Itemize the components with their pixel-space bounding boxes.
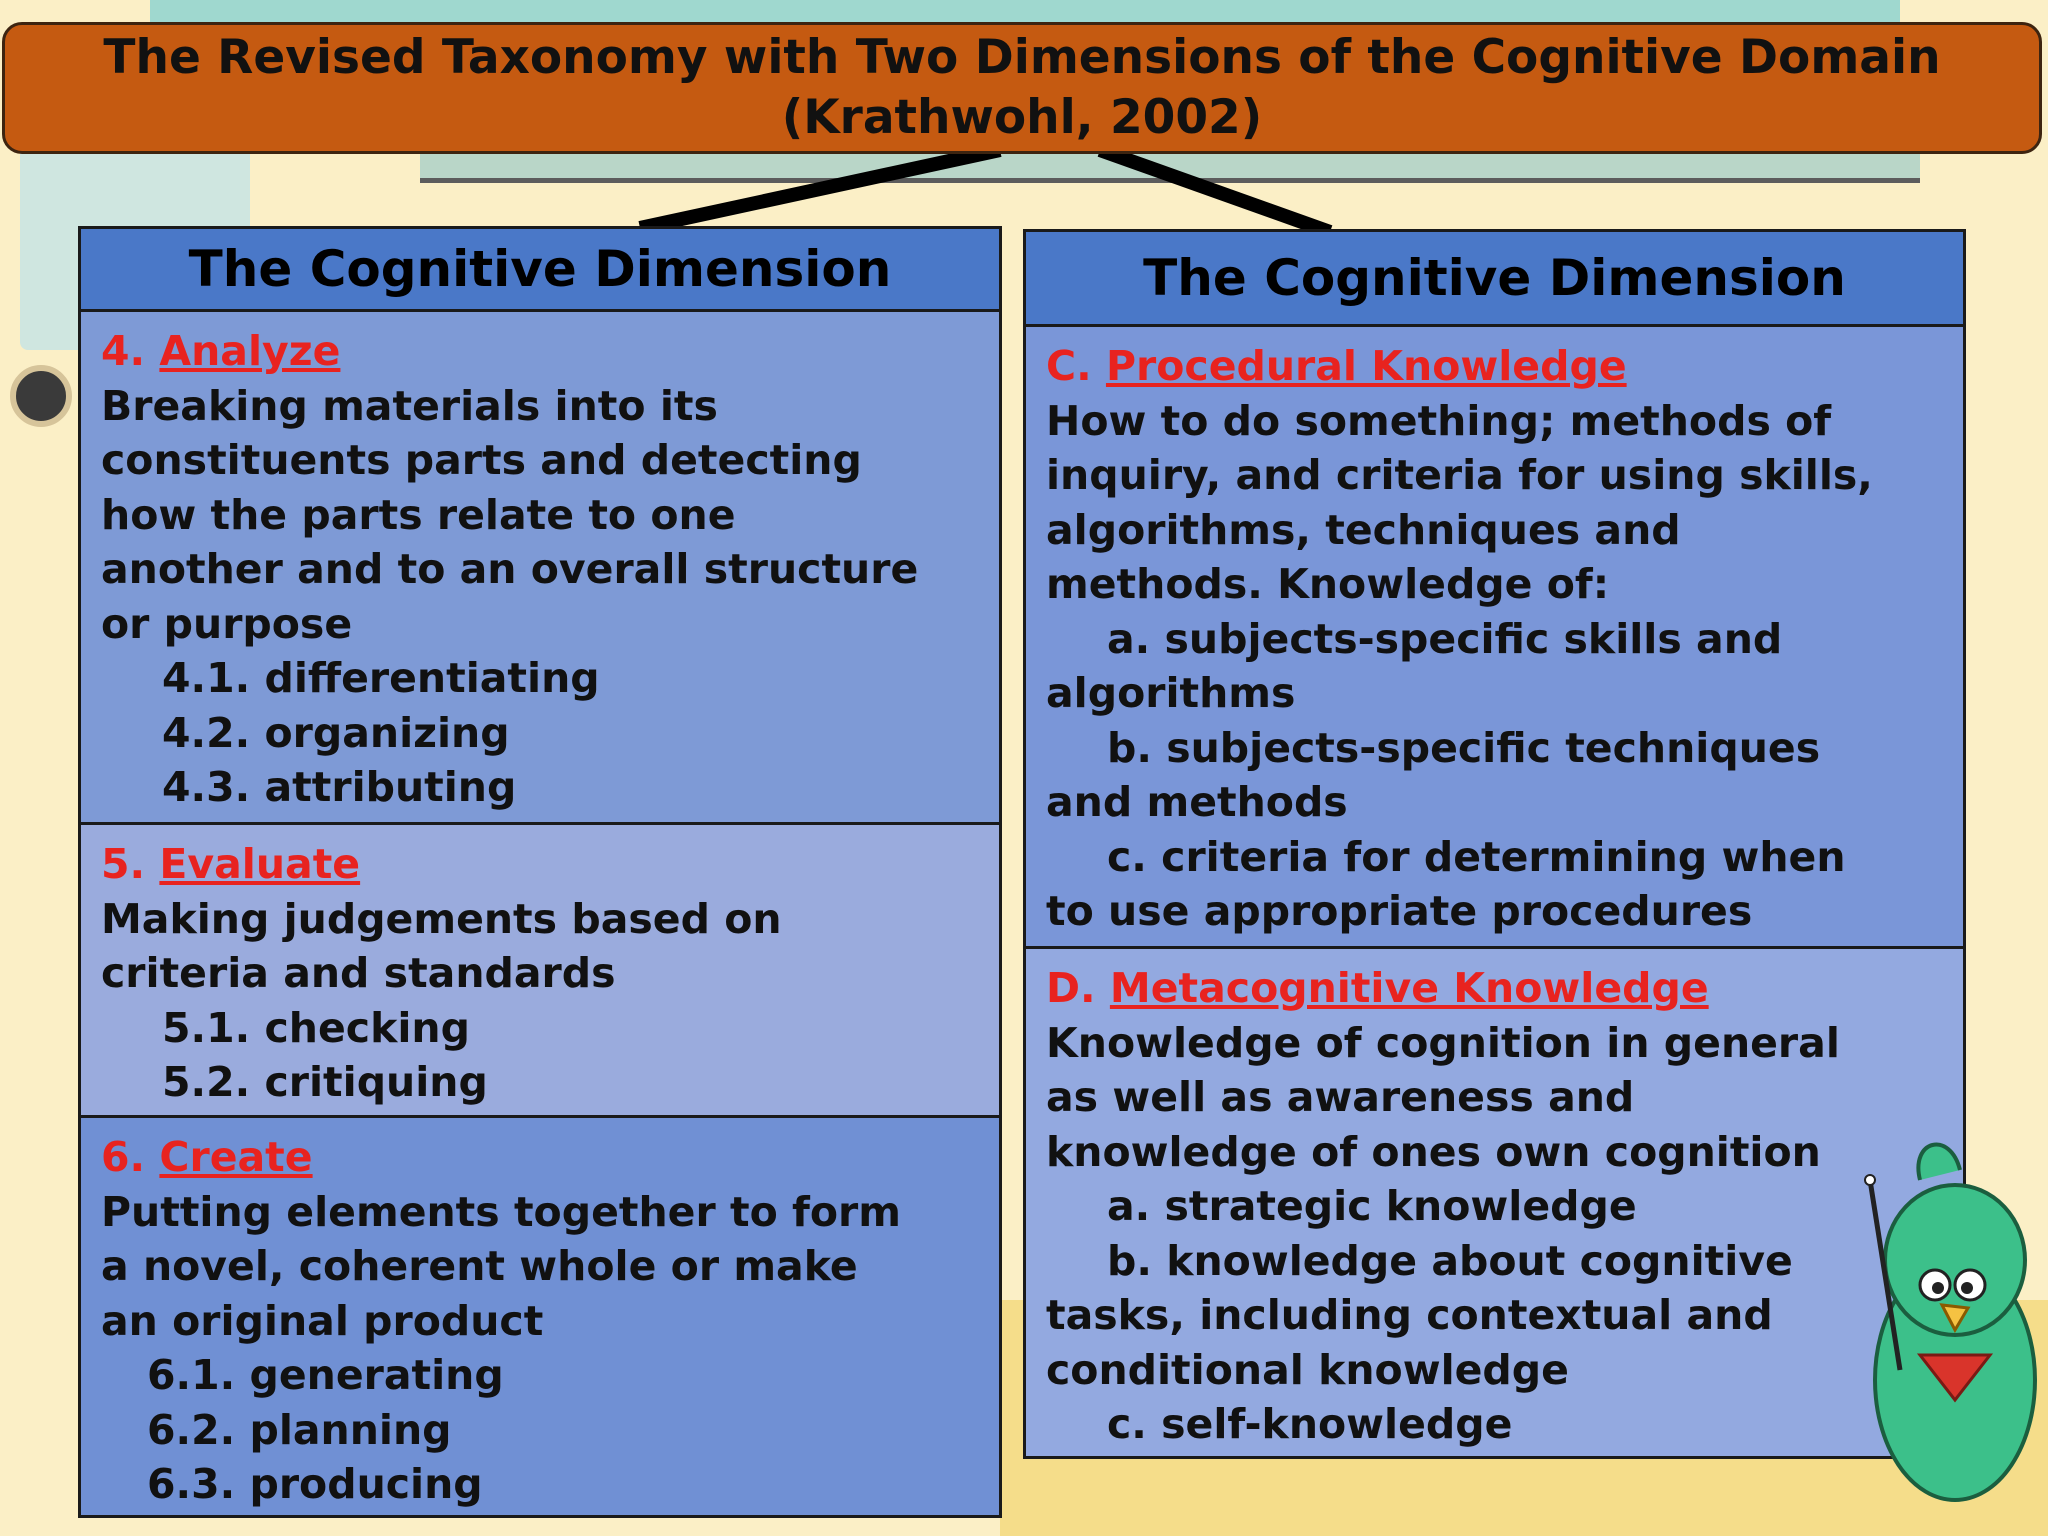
section-heading: 5. Evaluate [101, 837, 979, 892]
subtype-item: c. self-knowledge [1107, 1400, 1513, 1448]
section-title: Analyze [159, 327, 341, 375]
section-heading: D. Metacognitive Knowledge [1046, 961, 1943, 1016]
section-procedural-knowledge: C. Procedural Knowledge How to do someth… [1026, 327, 1963, 949]
subprocess-item: 5.1. checking [162, 1003, 470, 1052]
subtype-item: b. knowledge about cognitive [1107, 1236, 1793, 1285]
subprocess-item: 4.2. organizing [162, 708, 510, 757]
connector-lines [638, 143, 1333, 239]
background-band [150, 0, 1900, 25]
panel-header: The Cognitive Dimension [81, 229, 999, 312]
desc-line: Knowledge of cognition in general [1046, 1018, 1840, 1067]
desc-line: or purpose [101, 599, 353, 648]
desc-line: a novel, coherent whole or make [101, 1242, 858, 1290]
desc-line: conditional knowledge [1046, 1345, 1569, 1394]
desc-line: another and to an overall structure [101, 545, 919, 593]
section-metacognitive-knowledge: D. Metacognitive Knowledge Knowledge of … [1026, 949, 1963, 1456]
subtype-item: c. criteria for determining when [1107, 832, 1846, 881]
section-title: Evaluate [159, 840, 361, 888]
knowledge-dimension-panel: The Cognitive Dimension C. Procedural Kn… [1023, 229, 1966, 1459]
section-title: Procedural Knowledge [1105, 342, 1627, 390]
desc-line: Making judgements based on [101, 894, 782, 943]
section-number: C. [1046, 342, 1092, 390]
subtype-item: a. strategic knowledge [1107, 1182, 1637, 1230]
desc-line: as well as awareness and [1046, 1073, 1635, 1121]
section-title: Create [159, 1133, 313, 1181]
section-create: 6. Create Putting elements together to f… [81, 1118, 999, 1515]
desc-line: and methods [1046, 778, 1348, 826]
section-number: D. [1046, 964, 1096, 1012]
title-line-1: The Revised Taxonomy with Two Dimensions… [103, 30, 1941, 85]
desc-line: Breaking materials into its [101, 381, 718, 430]
subtype-item: b. subjects-specific techniques [1107, 723, 1821, 772]
subprocess-item: 4.1. differentiating [162, 654, 600, 702]
section-heading: 6. Create [101, 1130, 979, 1185]
subtype-item: a. subjects-specific skills and [1107, 614, 1783, 663]
desc-line: criteria and standards [101, 949, 616, 997]
section-heading: C. Procedural Knowledge [1046, 339, 1943, 394]
desc-line: to use appropriate procedures [1046, 887, 1753, 935]
bird-mascot-icon [1864, 1142, 2037, 1502]
section-number: 4. [101, 327, 146, 375]
panel-header: The Cognitive Dimension [1026, 232, 1963, 327]
subprocess-item: 6.1. generating [147, 1351, 504, 1399]
desc-line: tasks, including contextual and [1046, 1291, 1773, 1339]
section-number: 5. [101, 840, 146, 888]
slide-title: The Revised Taxonomy with Two Dimensions… [2, 22, 2042, 154]
section-title: Metacognitive Knowledge [1109, 964, 1709, 1012]
desc-line: inquiry, and criteria for using skills, [1046, 451, 1873, 499]
desc-line: how the parts relate to one [101, 490, 736, 539]
desc-line: knowledge of ones own cognition [1046, 1127, 1821, 1176]
subprocess-item: 5.2. critiquing [162, 1058, 488, 1106]
desc-line: algorithms [1046, 669, 1296, 717]
cognitive-dimension-panel: The Cognitive Dimension 4. Analyze Break… [78, 226, 1002, 1518]
desc-line: methods. Knowledge of: [1046, 560, 1610, 608]
subprocess-item: 6.2. planning [147, 1405, 452, 1454]
desc-line: an original product [101, 1296, 544, 1345]
section-number: 6. [101, 1133, 146, 1181]
desc-line: algorithms, techniques and [1046, 505, 1681, 554]
subprocess-item: 4.3. attributing [162, 763, 517, 811]
desc-line: Putting elements together to form [101, 1187, 901, 1236]
background-disk-icon [10, 365, 72, 427]
desc-line: constituents parts and detecting [101, 436, 862, 484]
section-analyze: 4. Analyze Breaking materials into its c… [81, 312, 999, 825]
section-evaluate: 5. Evaluate Making judgements based on c… [81, 825, 999, 1118]
title-line-2: (Krathwohl, 2002) [781, 90, 1263, 145]
subprocess-item: 6.3. producing [147, 1460, 483, 1508]
section-heading: 4. Analyze [101, 324, 979, 379]
desc-line: How to do something; methods of [1046, 396, 1832, 445]
